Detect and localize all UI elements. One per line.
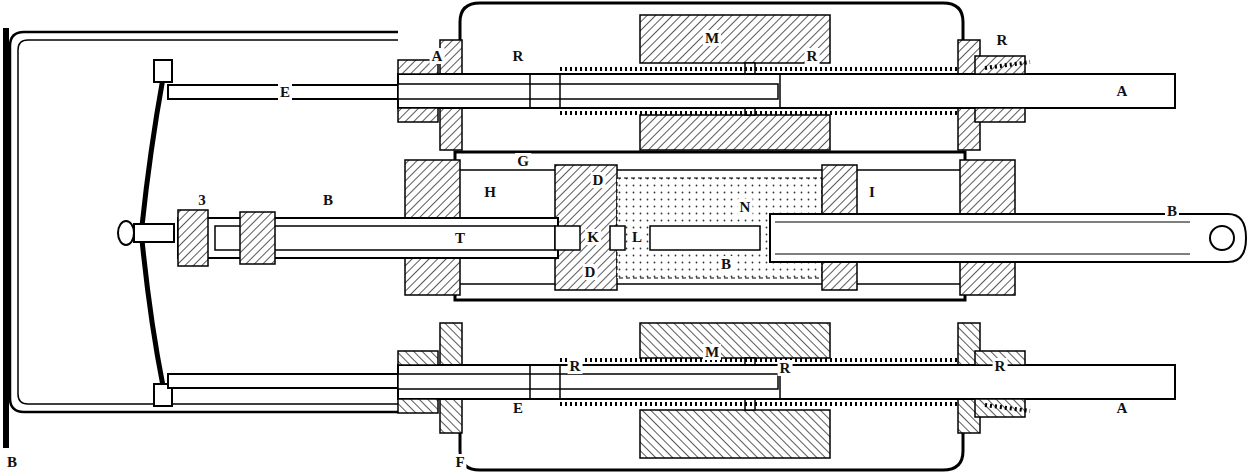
part-letter: M <box>703 344 721 360</box>
part-letter: B <box>321 192 335 208</box>
part-letter: R <box>568 358 583 374</box>
part-letter: R <box>511 48 526 64</box>
part-letter: R <box>993 358 1008 374</box>
part-letter: I <box>867 184 877 200</box>
part-letter: B <box>719 256 733 272</box>
part-letter: T <box>453 230 467 246</box>
part-letter: R <box>805 48 820 64</box>
part-letter: B <box>1165 203 1179 219</box>
part-letter: B <box>5 454 19 470</box>
part-letter: G <box>515 153 531 169</box>
part-letter: A <box>1115 83 1130 99</box>
part-letter: R <box>778 360 793 376</box>
part-letter: N <box>738 199 753 215</box>
part-letter: F <box>453 454 466 470</box>
part-letter: A <box>430 48 445 64</box>
part-letter: D <box>583 264 598 280</box>
part-letter: A <box>1115 400 1130 416</box>
part-letter: H <box>482 184 498 200</box>
part-letter: K <box>585 229 601 245</box>
part-letter: E <box>278 84 292 100</box>
air-cylinder <box>178 152 1246 300</box>
part-letter: M <box>703 30 721 46</box>
part-letter: R <box>995 32 1010 48</box>
part-letter: L <box>630 229 644 245</box>
part-letter: 3 <box>196 192 208 208</box>
part-letter: D <box>591 172 606 188</box>
part-letter: E <box>511 400 525 416</box>
